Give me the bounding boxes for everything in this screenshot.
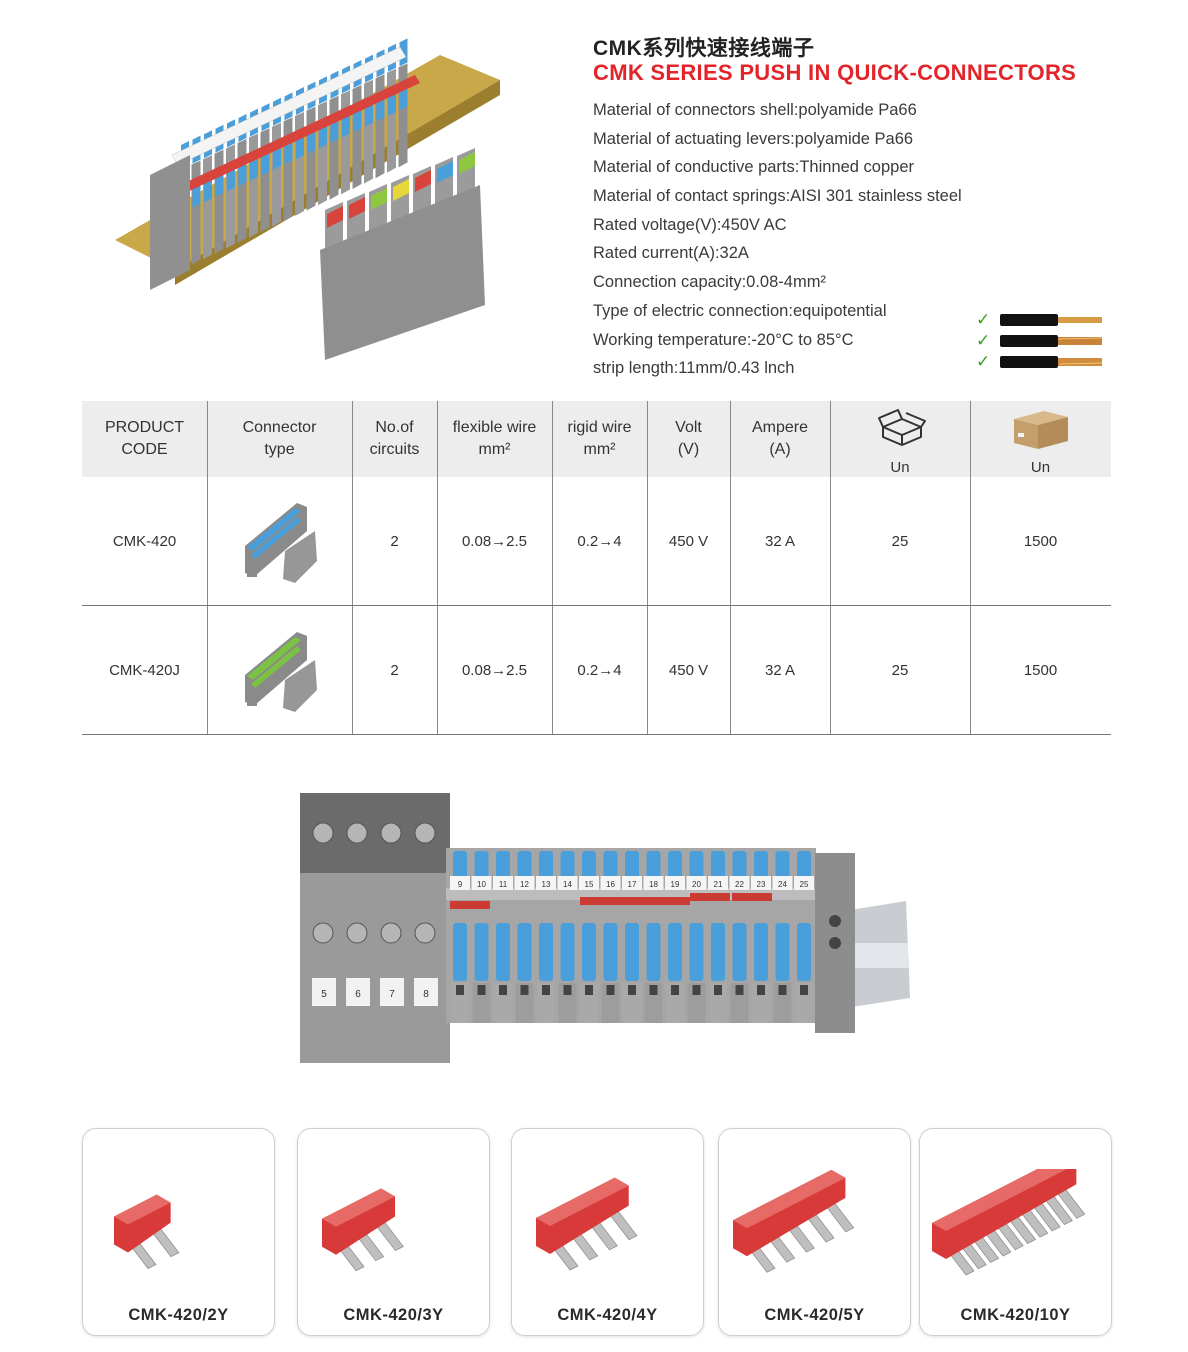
row1-carton-qty: 1500 — [1023, 532, 1058, 550]
rail-label: 9 — [458, 880, 463, 889]
jumper-label: CMK-420/5Y — [764, 1306, 865, 1324]
row2-circuits: 2 — [390, 661, 399, 679]
spec-item: Rated voltage(V):450V AC — [593, 215, 787, 234]
rail-label: 7 — [389, 989, 395, 1000]
row1-circuits: 2 — [390, 532, 399, 550]
open-box-icon — [878, 409, 926, 446]
header-carton-quantity: Un — [970, 401, 1111, 477]
header-circuits: No.of circuits — [369, 419, 420, 458]
row1-ampere: 32 A — [764, 532, 796, 550]
jumper-2y-image — [114, 1194, 180, 1269]
rail-label: 12 — [520, 880, 529, 889]
jumper-4y-image — [536, 1177, 638, 1271]
jumper-label: CMK-420/3Y — [343, 1306, 444, 1324]
rail-label: 11 — [499, 880, 508, 889]
rail-label: 22 — [735, 880, 744, 889]
row1-rigid: 0.2→4 — [577, 532, 622, 550]
rail-label: 16 — [606, 880, 615, 889]
row1-code: CMK-420 — [112, 532, 177, 550]
row1-box-qty: 25 — [891, 532, 909, 550]
rail-label: 5 — [321, 989, 327, 1000]
rail-label: 15 — [585, 880, 594, 889]
rail-label: 19 — [671, 880, 680, 889]
title-english: CMK SERIES PUSH IN QUICK-CONNECTORS — [593, 60, 1077, 85]
row2-code: CMK-420J — [109, 661, 180, 679]
jumper-card-3y[interactable]: CMK-420/3Y — [297, 1128, 490, 1336]
title-chinese: CMK系列快速接线端子 — [593, 37, 815, 60]
wire-sample-solid: ✓ — [976, 310, 1104, 329]
rail-label: 17 — [628, 880, 637, 889]
spec-item: Material of actuating levers:polyamide P… — [593, 129, 914, 148]
row2-volt: 450 V — [668, 661, 709, 679]
jumper-label: CMK-420/4Y — [557, 1306, 658, 1324]
wire-sample-stranded: ✓ — [976, 331, 1104, 350]
header-box-quantity: Un — [830, 401, 970, 477]
rail-label: 6 — [355, 989, 361, 1000]
hero-product-image — [110, 35, 530, 365]
header-flexible-wire: flexible wire mm² — [452, 419, 537, 458]
row2-ampere: 32 A — [764, 661, 796, 679]
rail-label: 20 — [692, 880, 701, 889]
row1-connector-image — [207, 477, 352, 605]
row2-connector-image — [207, 606, 352, 734]
header-rigid-wire: rigid wire mm² — [567, 419, 632, 458]
rail-label: 14 — [563, 880, 572, 889]
table-header — [82, 401, 1111, 477]
wire-sample-ferrule: ✓ — [976, 352, 1104, 371]
row1-flexible: 0.08→2.5 — [461, 532, 528, 550]
spec-item: Rated current(A):32A — [593, 244, 749, 263]
spec-item: Material of contact springs:AISI 301 sta… — [593, 187, 962, 206]
spec-item: Material of conductive parts:Thinned cop… — [593, 158, 915, 177]
jumper-label: CMK-420/10Y — [960, 1306, 1071, 1324]
jumper-10y-image — [932, 1169, 1086, 1276]
check-icon: ✓ — [976, 310, 991, 329]
jumper-card-5y[interactable]: CMK-420/5Y — [718, 1128, 911, 1336]
row2-box-qty: 25 — [891, 661, 909, 679]
rail-label: 18 — [649, 880, 658, 889]
rail-assembly-image: 5 6 7 8 9 10 11 12 13 14 15 16 17 18 19 20 21 22 23 24 25 — [300, 793, 920, 1063]
row2-flexible: 0.08→2.5 — [461, 661, 528, 679]
rail-label: 8 — [423, 989, 429, 1000]
jumper-card-2y[interactable]: CMK-420/2Y — [82, 1128, 275, 1336]
carton-unit-label: Un — [1030, 459, 1051, 476]
row2-rigid: 0.2→4 — [577, 661, 622, 679]
rail-label: 13 — [542, 880, 551, 889]
spec-item: Working temperature:-20°C to 85°C — [593, 330, 854, 349]
header-volt: Volt (V) — [675, 419, 702, 458]
spec-item: Material of connectors shell:polyamide P… — [593, 101, 917, 119]
box-unit-label: Un — [890, 459, 910, 476]
jumper-3y-image — [322, 1188, 404, 1272]
spec-list: Material of connectors shell:polyamide P… — [593, 98, 962, 385]
check-icon: ✓ — [976, 352, 991, 371]
carton-box-icon — [1014, 411, 1068, 449]
row2-carton-qty: 1500 — [1023, 661, 1058, 679]
spec-item: Type of electric connection:equipotentia… — [593, 301, 887, 320]
jumper-card-4y[interactable]: CMK-420/4Y — [511, 1128, 704, 1336]
rail-label: 23 — [757, 880, 766, 889]
header-connector-type: Connector type — [242, 419, 317, 458]
rail-label: 25 — [800, 880, 809, 889]
spec-item: Connection capacity:0.08-4mm² — [593, 273, 826, 292]
row1-volt: 450 V — [668, 532, 709, 550]
check-icon: ✓ — [976, 331, 991, 350]
rail-label: 24 — [778, 880, 787, 889]
header-product-code: PRODUCT CODE — [104, 419, 185, 458]
jumper-5y-image — [733, 1169, 855, 1273]
spec-item: strip length:11mm/0.43 lnch — [593, 359, 795, 378]
rail-label: 21 — [714, 880, 723, 889]
rail-label: 10 — [477, 880, 486, 889]
jumper-card-10y[interactable]: CMK-420/10Y — [919, 1128, 1112, 1336]
header-ampere: Ampere (A) — [751, 419, 809, 458]
jumper-label: CMK-420/2Y — [128, 1306, 229, 1324]
